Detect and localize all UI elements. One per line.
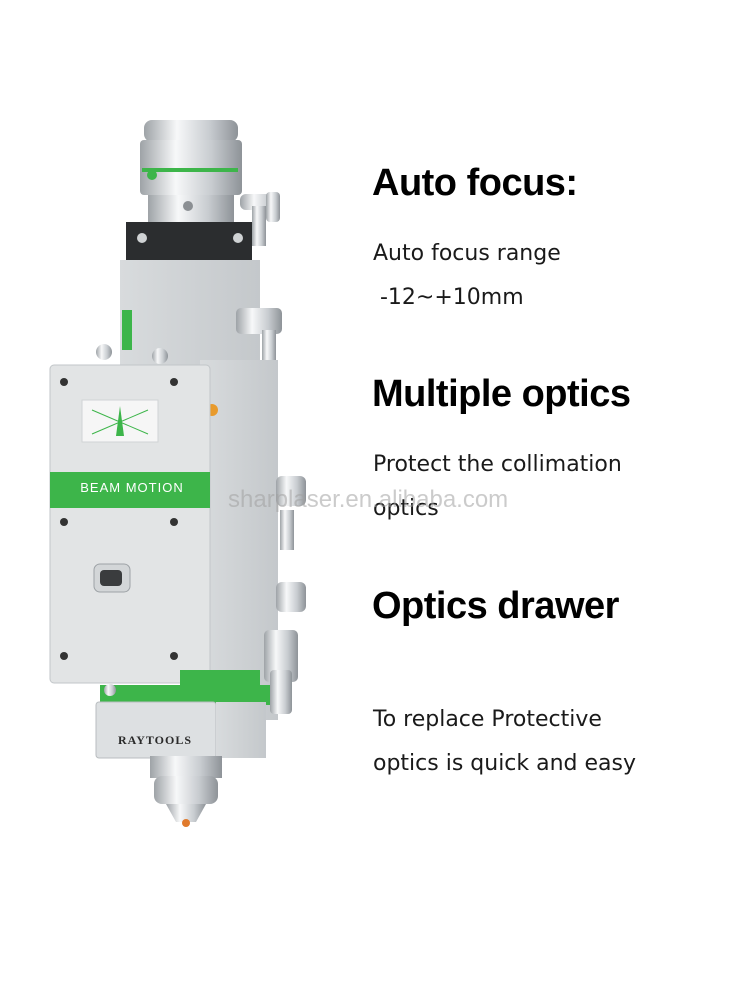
elbow-fitting <box>240 192 280 246</box>
side-fitting-lower <box>264 582 306 682</box>
brand-logo: RAYTOOLS <box>118 733 193 747</box>
feature-desc-multiple-optics-line-1: Protect the collimation <box>373 452 622 477</box>
optics-drawer <box>95 670 292 759</box>
side-fitting-middle <box>276 476 306 550</box>
front-panel <box>49 364 211 684</box>
feature-desc-auto-focus-line-1: Auto focus range <box>373 241 561 266</box>
feature-desc-optics-drawer-line-1: To replace Protective <box>373 707 602 732</box>
feature-desc-multiple-optics-line-2: optics <box>373 496 439 521</box>
panel-label: BEAM MOTION <box>80 480 184 495</box>
feature-title-auto-focus: Auto focus: <box>372 162 578 204</box>
laser-cutting-head-image <box>49 120 306 827</box>
top-collar <box>126 222 252 264</box>
nozzle <box>150 756 222 827</box>
feature-desc-optics-drawer-line-2: optics is quick and easy <box>373 751 637 776</box>
top-cylinder <box>140 120 242 225</box>
side-fitting-upper <box>236 308 282 360</box>
feature-desc-auto-focus-line-2: -12~+10mm <box>373 285 524 310</box>
watermark: sharplaser.en.alibaba.com <box>228 486 509 513</box>
feature-title-multiple-optics: Multiple optics <box>372 373 631 415</box>
feature-title-optics-drawer: Optics drawer <box>372 585 619 627</box>
